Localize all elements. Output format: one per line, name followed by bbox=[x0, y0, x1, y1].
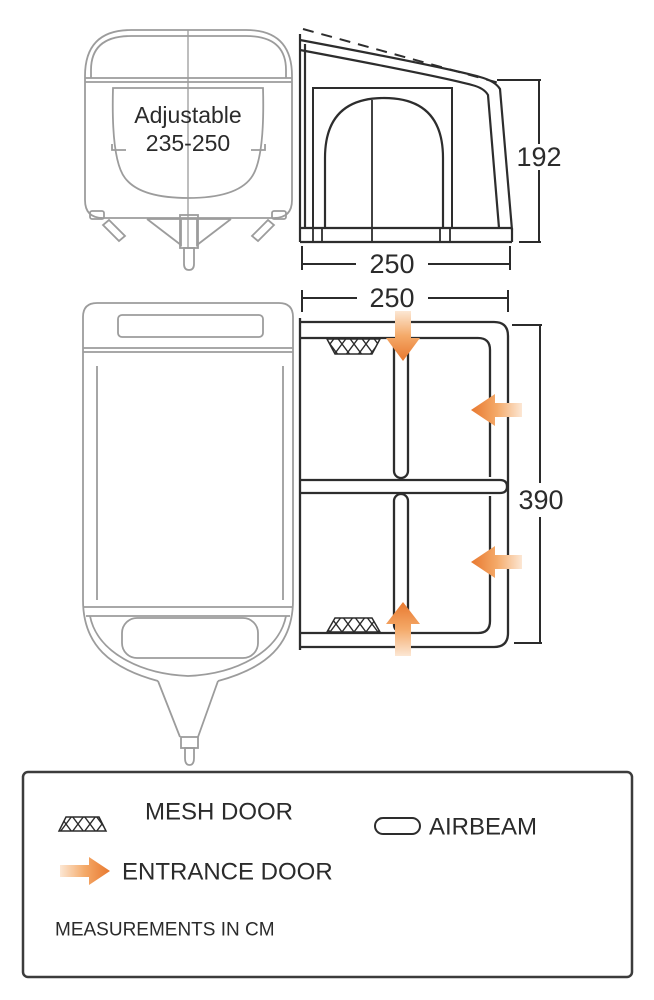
entrance-arrow-left-lower-icon bbox=[471, 546, 522, 578]
legend-entrance-door-label: ENTRANCE DOOR bbox=[122, 859, 333, 886]
adjustable-label-line2: 235-250 bbox=[146, 130, 230, 156]
awning-plan-view bbox=[298, 318, 510, 650]
hitch-post bbox=[179, 214, 199, 249]
entrance-arrow-up-icon bbox=[386, 602, 420, 656]
skirt-verticals bbox=[312, 228, 451, 242]
awning-roof-outer bbox=[299, 38, 514, 231]
awning-side-view bbox=[298, 28, 514, 244]
roof-dashed-line bbox=[302, 28, 500, 84]
airbeam-middle-horizontal bbox=[300, 478, 509, 495]
hitch-stem bbox=[184, 747, 195, 766]
caravan-front-window bbox=[111, 87, 265, 199]
door-panel-frame bbox=[312, 87, 453, 229]
hitch-head bbox=[180, 736, 199, 749]
legend-mesh-door-icon bbox=[57, 816, 108, 832]
mesh-door-front-icon bbox=[325, 338, 382, 355]
caravan-body-outline bbox=[84, 29, 293, 219]
entrance-arrow-left-upper-icon bbox=[471, 394, 522, 426]
awning-plan-inner-frame-lower bbox=[300, 496, 492, 635]
legend-border bbox=[21, 770, 634, 979]
adjustable-label-line1: Adjustable bbox=[134, 102, 241, 128]
drawbar bbox=[157, 680, 219, 738]
plan-width-dimension-value: 390 bbox=[518, 485, 563, 515]
corner-steady-right bbox=[250, 218, 276, 243]
height-dimension-lines bbox=[497, 79, 541, 243]
caravan-plan-view bbox=[82, 302, 294, 766]
plan-width-dimension-lines bbox=[512, 324, 542, 644]
caravan-front-view bbox=[84, 29, 293, 271]
caravan-plan-side-lines bbox=[96, 366, 284, 600]
caravan-rear-curve bbox=[89, 615, 287, 677]
door-arch bbox=[323, 96, 445, 228]
measurements-note: MEASUREMENTS IN CM bbox=[55, 920, 275, 941]
legend-airbeam-label: AIRBEAM bbox=[429, 814, 537, 841]
awning-roof-inner bbox=[299, 48, 501, 229]
awning-skirt bbox=[300, 226, 514, 244]
caravan-plan-front-band bbox=[83, 347, 293, 353]
entrance-arrow-down-icon bbox=[386, 311, 420, 361]
plan-mesh-doors bbox=[325, 338, 382, 633]
plan-width-dimension bbox=[512, 324, 542, 644]
legend-entrance-door-icon bbox=[60, 857, 110, 885]
plan-depth-dimension bbox=[301, 290, 509, 312]
corner-steady-left bbox=[101, 218, 127, 243]
caravan-front-window-plan bbox=[117, 314, 264, 338]
legend-box: MESH DOOR AIRBEAM ENTRANCE DOOR MEASUREM… bbox=[21, 770, 634, 979]
marker-light-right bbox=[271, 210, 287, 220]
legend-airbeam-icon bbox=[374, 817, 421, 835]
caravan-front-labels: Adjustable 235-250 bbox=[134, 102, 241, 156]
caravan-wall-lines bbox=[298, 34, 307, 242]
caravan-plan-outline bbox=[82, 302, 294, 682]
plan-depth-dimension-value: 250 bbox=[369, 283, 414, 313]
caravan-plan-rear-band bbox=[84, 606, 292, 617]
awning-plan-outer-frame bbox=[300, 320, 510, 649]
hitch-wings bbox=[146, 218, 232, 247]
height-dimension-value: 192 bbox=[516, 142, 561, 172]
plan-depth-dimension-lines bbox=[301, 290, 509, 312]
side-depth-dimension-value: 250 bbox=[369, 249, 414, 279]
jockey-wheel-stem bbox=[183, 247, 195, 271]
adjustable-width-ticks bbox=[111, 144, 266, 151]
side-depth-dimension bbox=[301, 246, 511, 270]
side-depth-dimension-lines bbox=[301, 246, 511, 270]
marker-light-left bbox=[89, 210, 105, 220]
height-dimension bbox=[497, 79, 541, 243]
mesh-door-rear-icon bbox=[325, 617, 382, 633]
plan-entrance-arrows bbox=[386, 311, 522, 656]
caravan-rear-window-plan bbox=[121, 617, 259, 659]
awning-plan-inner-frame-upper bbox=[300, 336, 492, 477]
legend-mesh-door-label: MESH DOOR bbox=[145, 799, 293, 826]
